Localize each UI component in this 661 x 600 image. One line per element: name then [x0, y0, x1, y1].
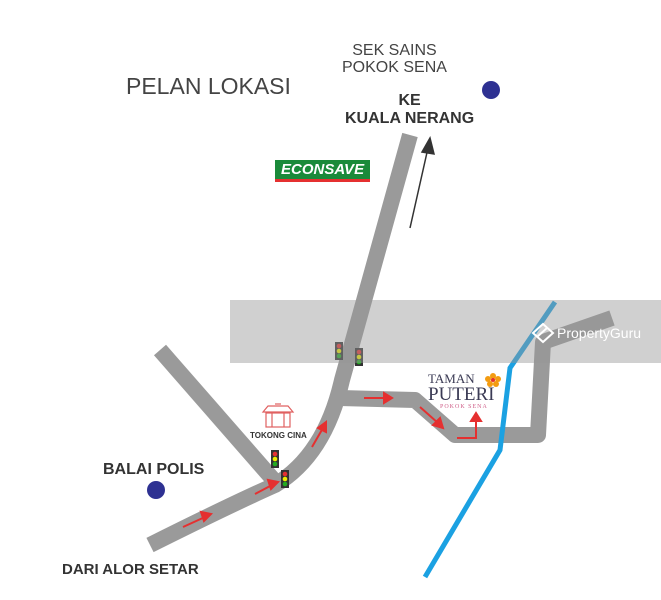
flower-icon [485, 373, 501, 387]
direction-arrow-north [409, 136, 436, 229]
route-arrows [182, 391, 483, 528]
propertyguru-logo-icon [531, 322, 555, 344]
temple-label: TOKONG CINA [250, 431, 307, 440]
police-label: BALAI POLIS [103, 461, 205, 478]
origin-label: DARI ALOR SETAR [62, 561, 199, 578]
traffic-light-icon [271, 342, 363, 488]
destination-line-2: KUALA NERANG [345, 110, 475, 127]
destination-line-1: KE [398, 92, 421, 109]
watermark-band [230, 300, 661, 363]
taman-puteri-logo: TAMAN PUTERI POKOK SENA [428, 372, 495, 410]
police-marker [147, 481, 165, 499]
temple-icon [261, 403, 295, 428]
map-title: PELAN LOKASI [126, 73, 291, 99]
development-line-3: POKOK SENA [440, 404, 488, 410]
econsave-name: ECONSAVE [275, 160, 371, 182]
branch-road [339, 310, 615, 443]
school-line-1: SEK SAINS [352, 42, 437, 59]
side-road [153, 344, 285, 491]
development-line-1: TAMAN [428, 371, 475, 386]
econsave-logo: ECONSAVE [275, 160, 371, 182]
destination-label: KE KUALA NERANG [345, 92, 474, 128]
river [422, 300, 558, 579]
development-line-2: PUTERI [428, 384, 495, 405]
school-marker [482, 81, 500, 99]
school-label: SEK SAINS POKOK SENA [342, 42, 447, 76]
school-line-2: POKOK SENA [342, 59, 447, 76]
propertyguru-watermark: PropertyGuru [557, 325, 642, 341]
